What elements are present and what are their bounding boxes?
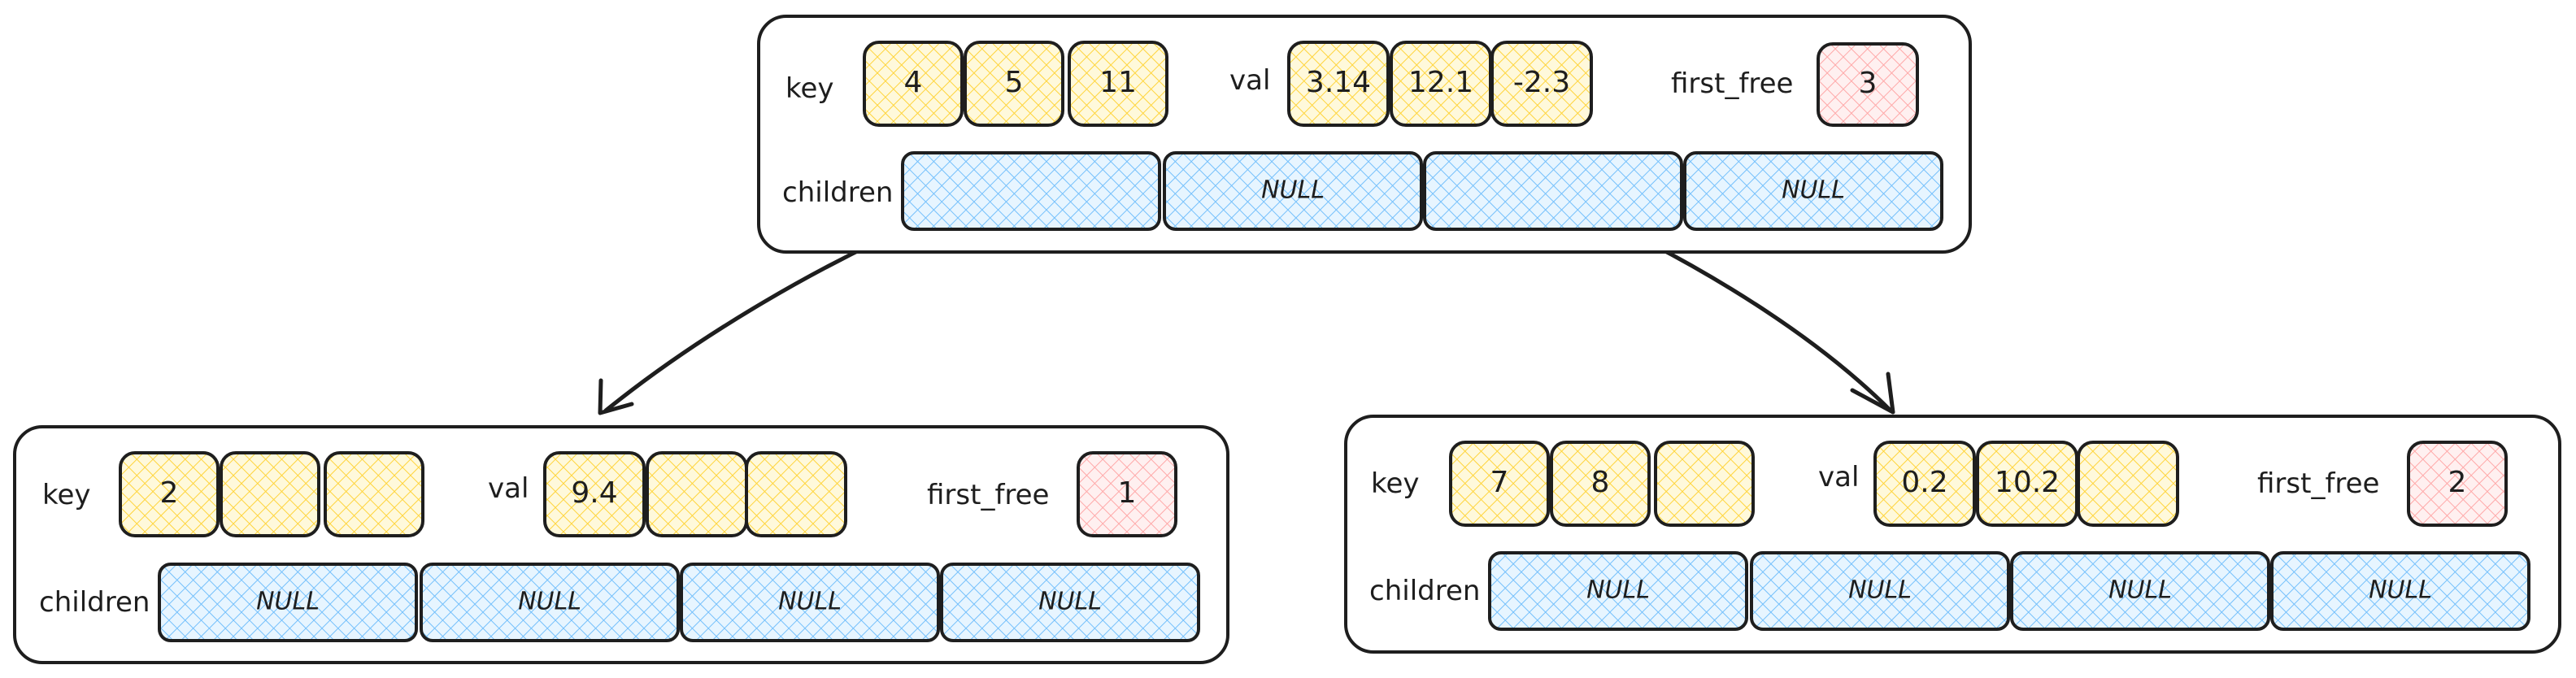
val-label: val bbox=[488, 472, 529, 505]
val-cell bbox=[745, 451, 847, 537]
val-value: 10.2 bbox=[1995, 466, 2060, 499]
first-free-cell bbox=[1077, 451, 1177, 537]
first-free-cell bbox=[1817, 42, 1919, 127]
child-pointer-cell bbox=[1423, 151, 1683, 231]
arrowhead-icon bbox=[1850, 372, 1895, 415]
children-label: children bbox=[1369, 575, 1480, 607]
child-pointer-cell bbox=[1683, 151, 1943, 231]
child-pointer-cell bbox=[1163, 151, 1423, 231]
children-label: children bbox=[39, 586, 150, 619]
val-value: 9.4 bbox=[571, 476, 617, 510]
key-value: 2 bbox=[160, 476, 179, 510]
first-free-label: first_free bbox=[927, 479, 1049, 511]
key-value: 11 bbox=[1099, 66, 1137, 99]
key-cell bbox=[119, 451, 220, 537]
key-cell bbox=[1550, 441, 1651, 527]
first-free-value: 1 bbox=[1118, 476, 1137, 510]
child-pointer-cell bbox=[1750, 551, 2010, 631]
key-cell bbox=[1449, 441, 1550, 527]
val-value: 12.1 bbox=[1408, 66, 1473, 99]
child-pointer-cell bbox=[2010, 551, 2270, 631]
child-pointer-cell bbox=[1488, 551, 1748, 631]
val-cell bbox=[543, 451, 646, 537]
children-label: children bbox=[782, 176, 893, 209]
child-pointer-cell bbox=[940, 563, 1200, 642]
val-label: val bbox=[1818, 461, 1859, 493]
child-pointer-value: NULL bbox=[778, 588, 842, 616]
first-free-label: first_free bbox=[2257, 467, 2379, 500]
key-value: 4 bbox=[904, 66, 923, 99]
val-cell bbox=[646, 451, 748, 537]
key-label: key bbox=[785, 72, 834, 105]
key-cell bbox=[220, 451, 320, 537]
key-value: 5 bbox=[1005, 66, 1024, 99]
key-cell bbox=[1068, 41, 1168, 127]
child-pointer-cell bbox=[680, 563, 940, 642]
child-pointer-value: NULL bbox=[1848, 576, 1912, 605]
val-value: 0.2 bbox=[1901, 466, 1947, 499]
key-value: 7 bbox=[1490, 466, 1509, 499]
child-pointer-value: NULL bbox=[1586, 576, 1650, 605]
val-cell bbox=[1873, 441, 1976, 527]
child-pointer-value: NULL bbox=[2108, 576, 2172, 605]
val-cell bbox=[1490, 41, 1593, 127]
key-cell bbox=[964, 41, 1064, 127]
key-value: 8 bbox=[1591, 466, 1610, 499]
node-left: key 2 val 9.4 first_free 1 children NULL… bbox=[13, 425, 1229, 664]
child-pointer-cell bbox=[158, 563, 418, 642]
key-cell bbox=[1654, 441, 1755, 527]
val-label: val bbox=[1229, 64, 1270, 97]
arrowhead-icon bbox=[598, 378, 634, 415]
val-cell bbox=[1287, 41, 1390, 127]
child-pointer-cell bbox=[901, 151, 1161, 231]
child-pointer-value: NULL bbox=[256, 588, 320, 616]
key-cell bbox=[324, 451, 424, 537]
val-value: 3.14 bbox=[1306, 66, 1371, 99]
key-label: key bbox=[1371, 467, 1420, 500]
val-value: -2.3 bbox=[1513, 66, 1570, 99]
val-cell bbox=[2077, 441, 2179, 527]
node-root: key 4 5 11 val 3.14 12.1 -2.3 first_free… bbox=[757, 15, 1972, 254]
child-pointer-value: NULL bbox=[518, 588, 581, 616]
key-label: key bbox=[42, 479, 91, 511]
child-pointer-cell bbox=[2270, 551, 2530, 631]
first-free-value: 3 bbox=[1859, 67, 1878, 100]
first-free-cell bbox=[2407, 441, 2508, 527]
child-pointer-cell bbox=[420, 563, 680, 642]
child-pointer-value: NULL bbox=[1261, 176, 1325, 205]
child-pointer-value: NULL bbox=[1782, 176, 1845, 205]
key-cell bbox=[863, 41, 964, 127]
node-right: key 7 8 val 0.2 10.2 first_free 2 childr… bbox=[1344, 415, 2561, 654]
child-pointer-value: NULL bbox=[2369, 576, 2432, 605]
child-pointer-value: NULL bbox=[1038, 588, 1102, 616]
first-free-value: 2 bbox=[2448, 466, 2467, 499]
first-free-label: first_free bbox=[1671, 67, 1793, 100]
